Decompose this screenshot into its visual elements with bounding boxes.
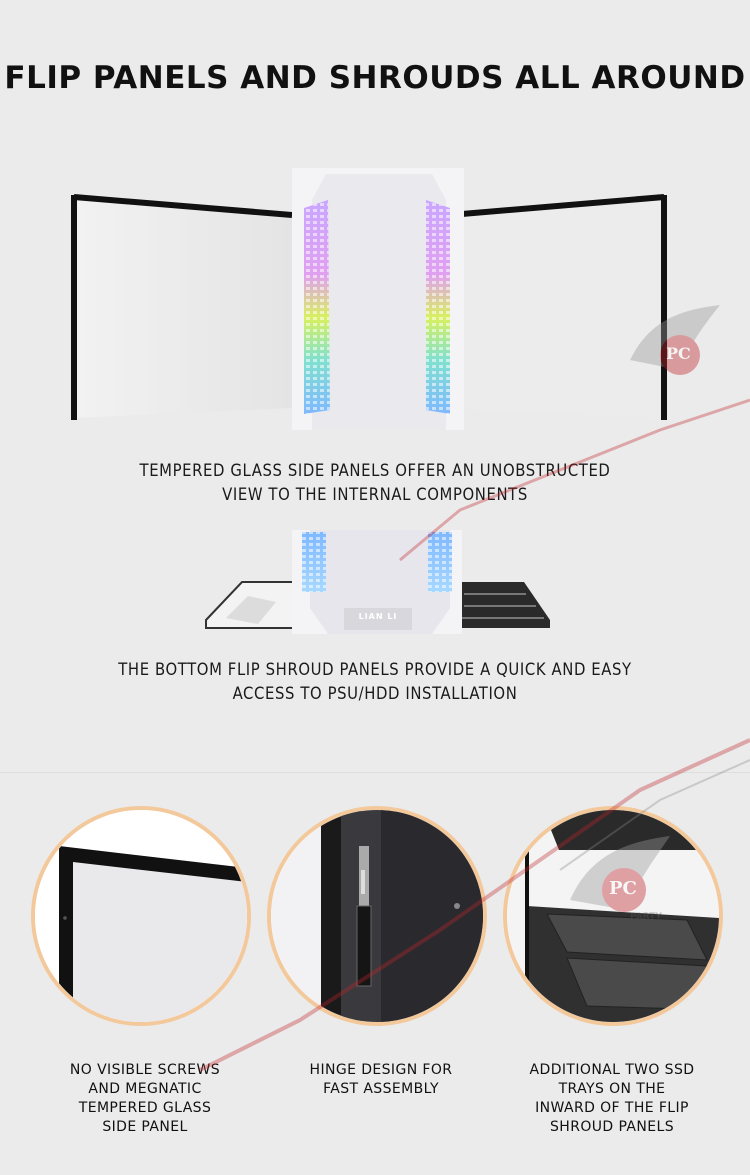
feature-line: HINGE DESIGN FOR bbox=[309, 1062, 453, 1078]
feature-line: AND MEGNATIC bbox=[88, 1081, 202, 1097]
watermark-logo-text: PC bbox=[609, 878, 637, 899]
feature-line: FAST ASSEMBLY bbox=[323, 1081, 439, 1097]
feature-line: NO VISIBLE SCREWS bbox=[69, 1062, 221, 1078]
watermark-logo-text: PC bbox=[666, 344, 691, 363]
feature-circle-glass bbox=[31, 806, 251, 1026]
section-divider bbox=[0, 772, 750, 773]
watermark-sub-text: PARTY bbox=[630, 912, 662, 922]
watermark-logo-top: PC bbox=[620, 300, 730, 390]
feature-label-glass: NO VISIBLE SCREWS AND MEGNATIC TEMPERED … bbox=[30, 1061, 260, 1137]
shroud-caption: THE BOTTOM FLIP SHROUD PANELS PROVIDE A … bbox=[0, 658, 750, 706]
brand-plate: LIAN LI bbox=[358, 612, 398, 621]
feature-line: TEMPERED GLASS bbox=[78, 1100, 212, 1116]
caption-line: THE BOTTOM FLIP SHROUD PANELS PROVIDE A … bbox=[118, 660, 632, 679]
caption-line: ACCESS TO PSU/HDD INSTALLATION bbox=[232, 684, 518, 703]
feature-circle-hinge bbox=[267, 806, 487, 1026]
feature-label-ssd: ADDITIONAL TWO SSD TRAYS ON THE INWARD O… bbox=[497, 1061, 727, 1137]
feature-line: ADDITIONAL TWO SSD bbox=[529, 1062, 695, 1078]
case-shroud-image: LIAN LI bbox=[196, 530, 556, 634]
case-glass-panels-image bbox=[60, 160, 680, 430]
feature-line: TRAYS ON THE bbox=[558, 1081, 666, 1097]
feature-label-hinge: HINGE DESIGN FOR FAST ASSEMBLY bbox=[266, 1061, 496, 1099]
feature-circle-ssd-trays bbox=[503, 806, 723, 1026]
feature-line: SIDE PANEL bbox=[102, 1119, 188, 1135]
page-title: FLIP PANELS AND SHROUDS ALL AROUND bbox=[4, 60, 746, 96]
watermark-logo-bottom: PC PARTY bbox=[560, 830, 680, 930]
feature-line: INWARD OF THE FLIP bbox=[535, 1100, 689, 1116]
caption-line: TEMPERED GLASS SIDE PANELS OFFER AN UNOB… bbox=[139, 461, 611, 480]
feature-line: SHROUD PANELS bbox=[550, 1119, 674, 1135]
glass-panel-caption: TEMPERED GLASS SIDE PANELS OFFER AN UNOB… bbox=[0, 459, 750, 507]
caption-line: VIEW TO THE INTERNAL COMPONENTS bbox=[222, 485, 528, 504]
